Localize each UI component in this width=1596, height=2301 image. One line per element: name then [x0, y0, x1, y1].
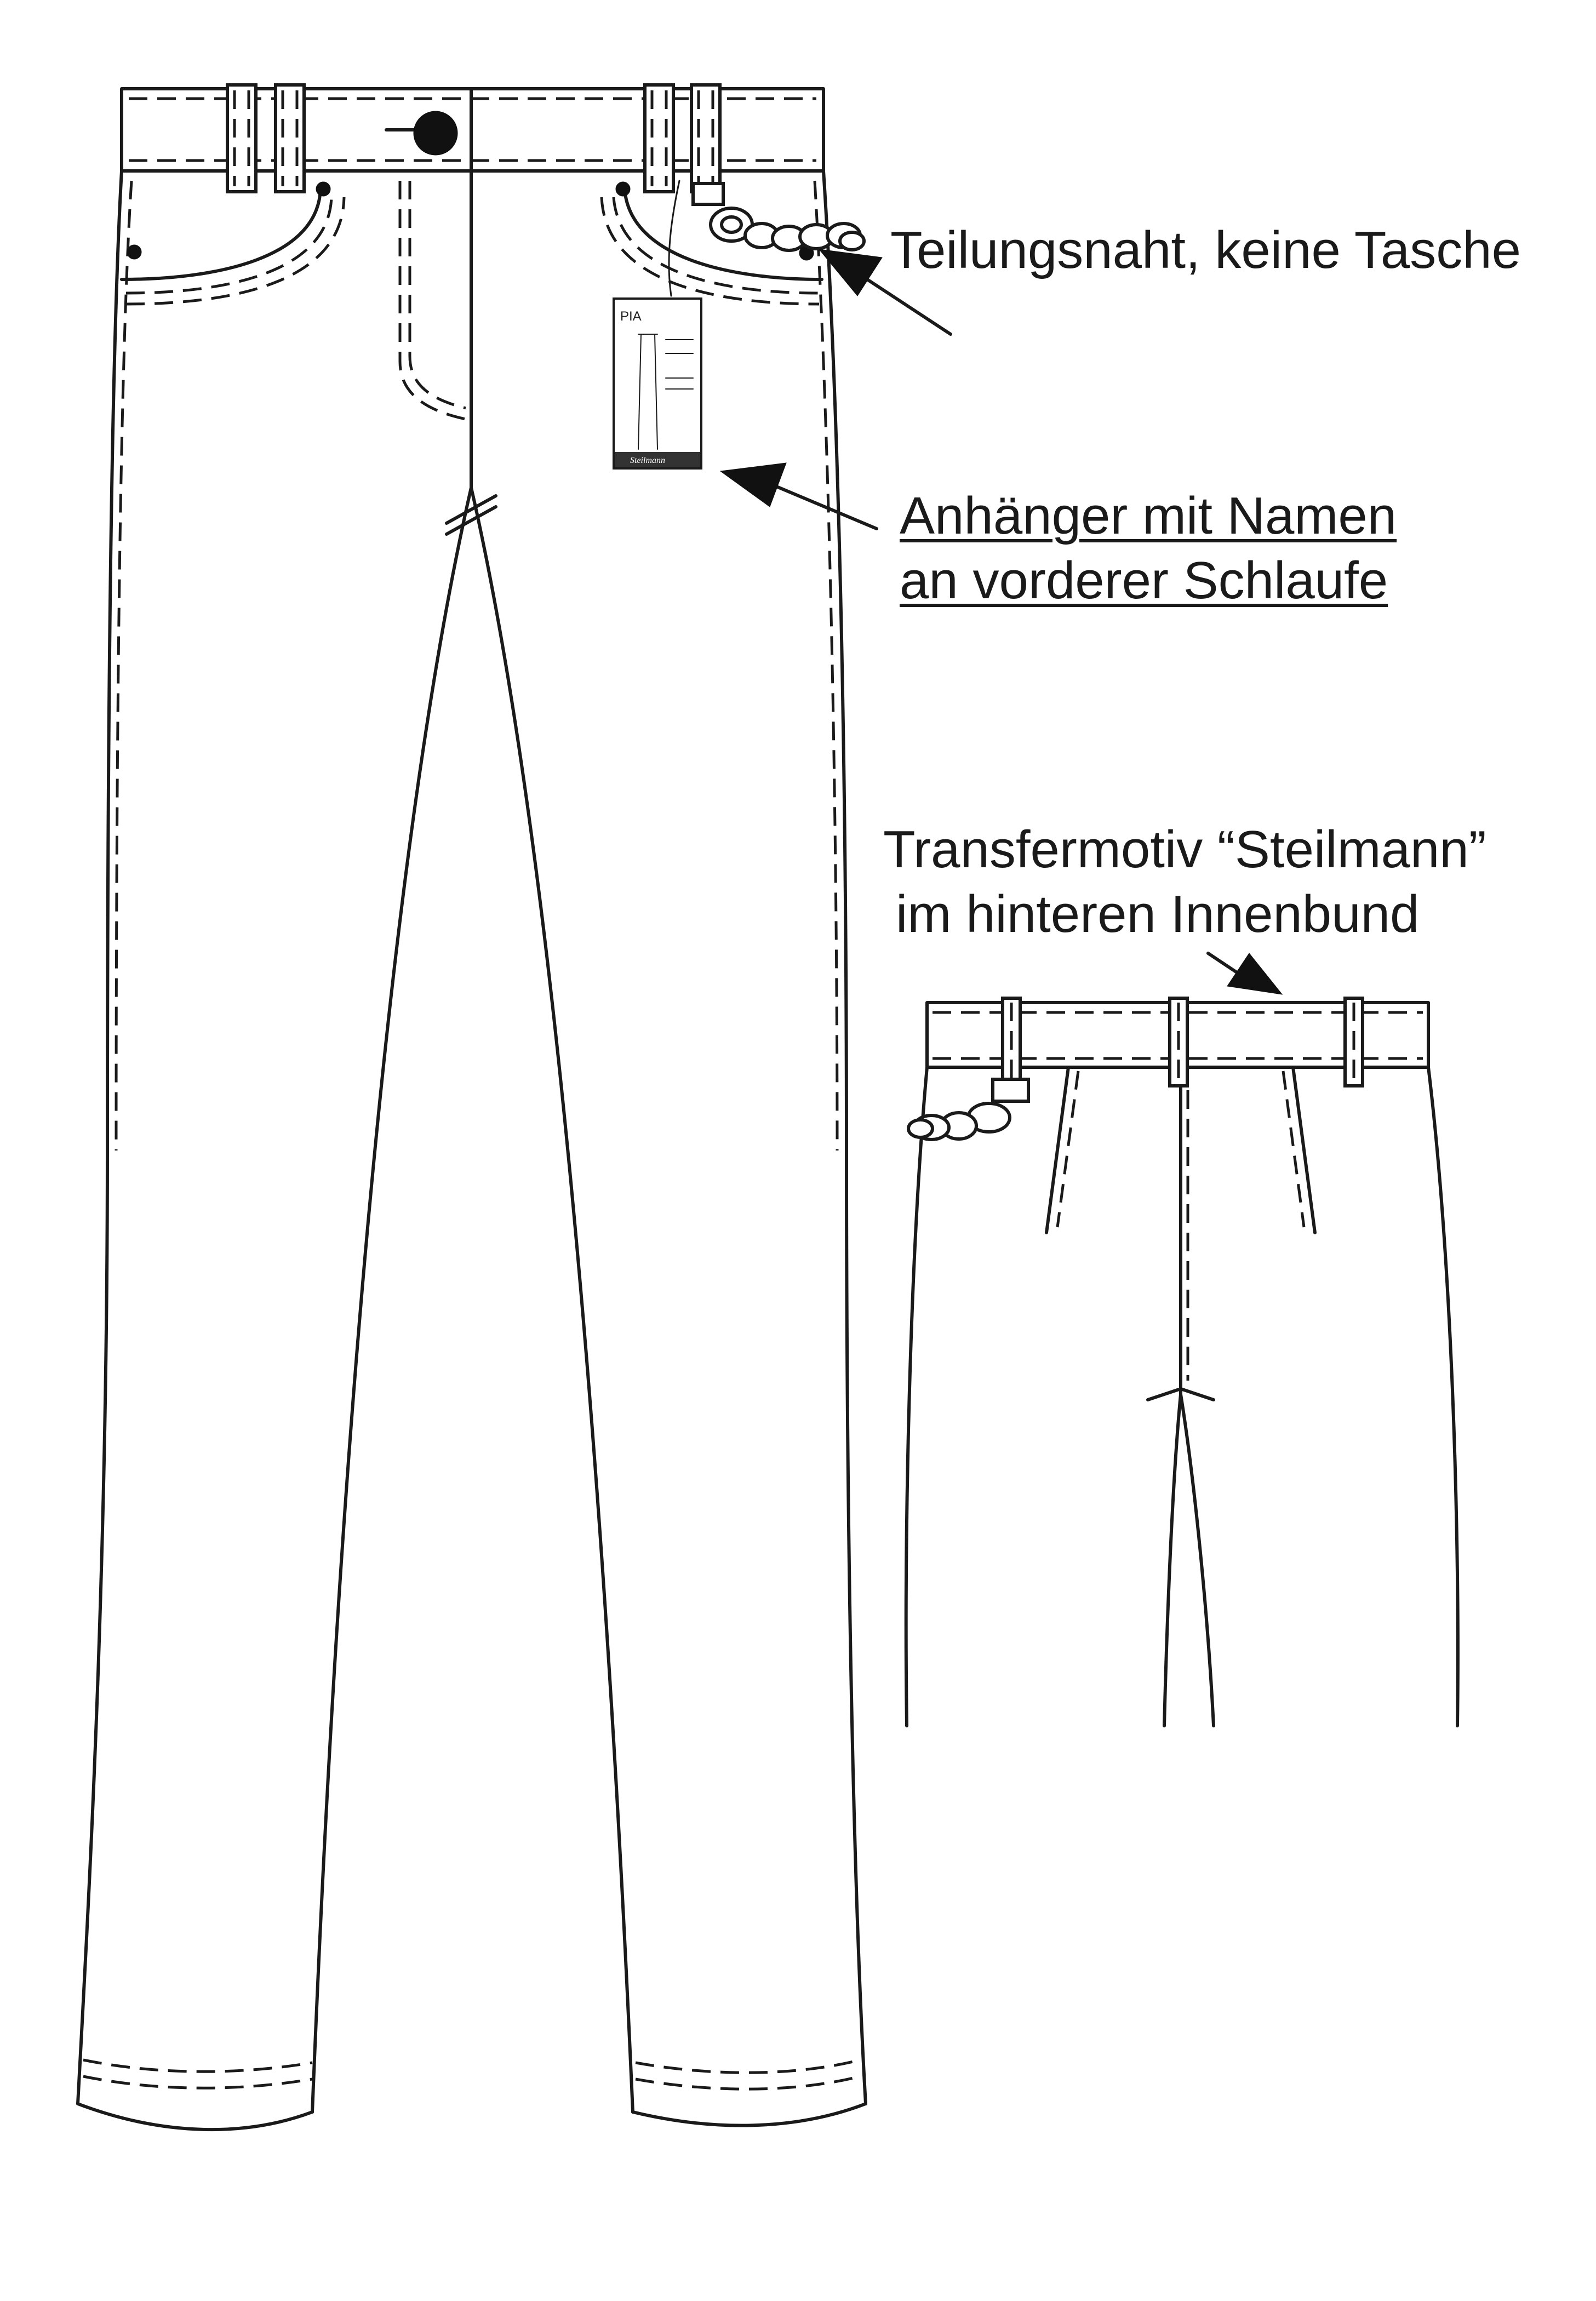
- back-chain: [907, 1078, 1030, 1141]
- waistband-button: [413, 111, 458, 156]
- hang-tag-brand: Steilmann: [630, 456, 665, 465]
- tag-note-label-line1: Anhänger mit Namen: [900, 486, 1397, 545]
- transfer-note-arrow: [1206, 952, 1283, 995]
- tag-note-arrow: [719, 462, 878, 530]
- front-trouser-outline: [76, 169, 867, 2132]
- tag-note-label-line2: an vorderer Schlaufe: [900, 551, 1388, 610]
- decorative-chain: [691, 182, 866, 252]
- front-belt-loops: [226, 83, 722, 193]
- back-darts: [1045, 1066, 1317, 1234]
- right-hem-stitch: [635, 2058, 861, 2074]
- back-outline: [904, 1066, 1460, 1727]
- transfer-note-label-line1: Transfermotiv “Steilmann”: [883, 820, 1486, 879]
- front-left-pocket-seam: [120, 181, 346, 306]
- pocket-note-label: Teilungsnaht, keine Tasche: [890, 221, 1521, 279]
- transfer-note-label-line2: im hinteren Innenbund: [896, 885, 1420, 943]
- hang-tag-name: PIA: [620, 309, 642, 324]
- right-side-topstitch: [813, 180, 839, 1151]
- fly-stitching: [398, 181, 466, 421]
- back-view-trousers: [904, 997, 1460, 1727]
- front-view-trousers: PIA Steilmann: [76, 83, 867, 2132]
- pocket-note-arrow: [818, 249, 952, 336]
- left-hem-stitch: [83, 2058, 313, 2073]
- hang-tag: PIA Steilmann: [613, 180, 702, 470]
- left-side-topstitch: [115, 180, 133, 1151]
